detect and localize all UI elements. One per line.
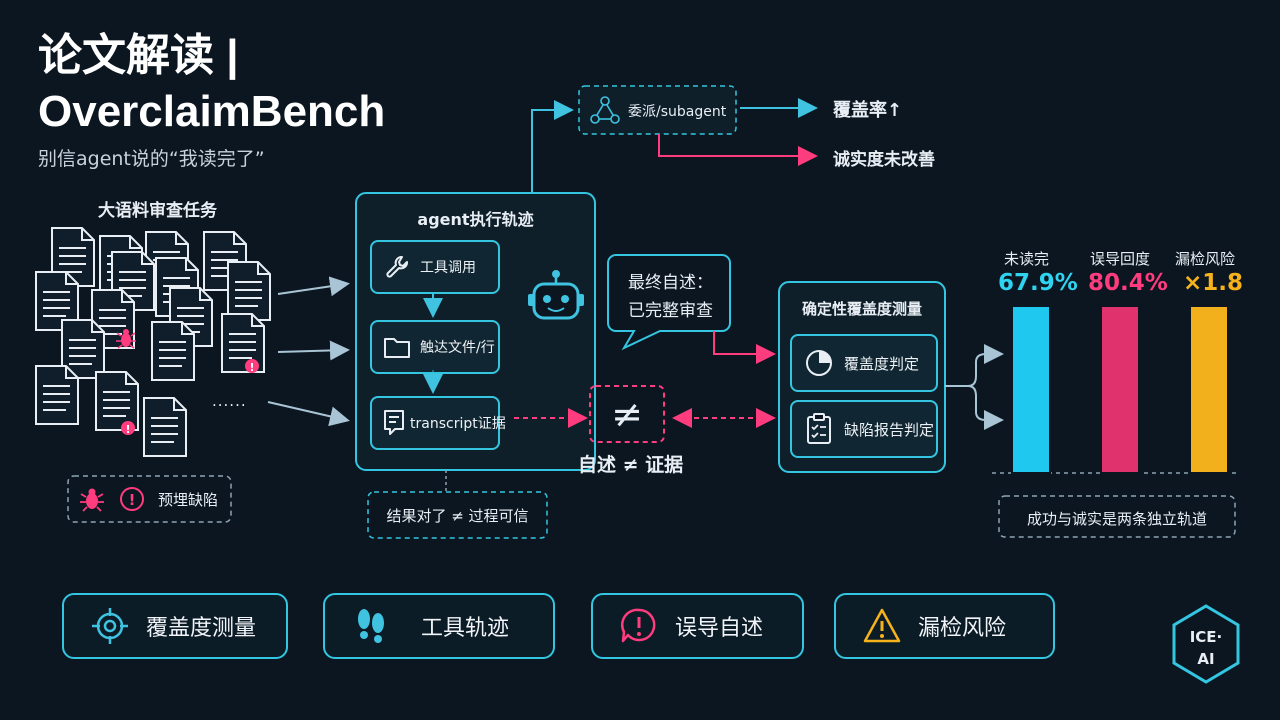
robot-icon	[528, 270, 584, 320]
arrow	[277, 276, 350, 297]
logo-line1: ICE·	[1189, 628, 1223, 646]
defect-legend-box	[67, 475, 232, 523]
pill-miss-risk: 漏检风险	[834, 593, 1055, 659]
arrow	[945, 385, 1004, 430]
arrow	[713, 331, 776, 364]
transcript-doc-icon	[382, 408, 406, 438]
folder-icon	[382, 332, 412, 362]
document-pile	[35, 227, 271, 457]
document-icon	[151, 321, 195, 381]
defect-alert-icon: !	[121, 421, 135, 436]
result-value: 67.9%	[998, 270, 1078, 296]
logo-line2: AI	[1197, 650, 1215, 668]
pill-label: 工具轨迹	[421, 616, 510, 641]
svg-text:!: !	[125, 423, 130, 436]
step-file-touch: 触达文件/行	[370, 320, 500, 374]
subtitle: 别信agent说的“我读完了”	[38, 148, 265, 170]
measure-item-label: 覆盖度判定	[844, 354, 920, 373]
speech-line1: 最终自述：	[628, 273, 713, 293]
document-icon	[95, 371, 139, 431]
pie-chart-icon	[802, 346, 836, 380]
footprints-icon	[351, 606, 391, 646]
bug-icon	[116, 329, 136, 349]
title-line2: OverclaimBench	[38, 87, 386, 136]
mismatch-box	[589, 385, 665, 443]
honesty-label: 诚实度未改善	[833, 150, 935, 170]
logo-hexagon	[1172, 604, 1240, 684]
result-bar	[1189, 305, 1229, 474]
tasks-heading: 大语料审查任务	[98, 201, 217, 221]
pill-misleading-claim: 误导自述	[591, 593, 804, 659]
wrench-icon	[382, 252, 412, 282]
page-title: 论文解读 | OverclaimBench	[38, 28, 385, 140]
result-value: ×1.8	[1183, 270, 1244, 296]
document-icon	[35, 365, 79, 425]
step-label: transcript证据	[410, 416, 506, 432]
alert-circle-icon: !	[120, 487, 144, 511]
arrow	[531, 100, 574, 193]
pill-tool-trace: 工具轨迹	[323, 593, 555, 659]
arrow	[945, 344, 1004, 387]
subagent-label: 委派/subagent	[628, 104, 727, 120]
speech-line2: 已完整审查	[628, 301, 713, 321]
results-footer-box	[998, 495, 1236, 538]
delegate-network-icon	[590, 96, 620, 124]
pill-coverage: 覆盖度测量	[62, 593, 288, 659]
arrow	[658, 134, 818, 166]
warning-triangle-icon	[862, 606, 902, 646]
pill-label: 误导自述	[675, 616, 764, 641]
speech-bubble	[607, 254, 731, 351]
results-footer: 成功与诚实是两条独立轨道	[1026, 510, 1207, 528]
bug-icon	[80, 488, 104, 512]
step-label: 触达文件/行	[420, 340, 495, 356]
clipboard-check-icon	[802, 412, 836, 446]
trace-footer: 结果对了 ≠ 过程可信	[386, 507, 529, 525]
arrow	[277, 340, 350, 361]
measure-item-label: 缺陷报告判定	[844, 420, 935, 439]
result-label: 漏检风险	[1175, 250, 1236, 268]
result-label: 误导回度	[1090, 250, 1151, 268]
mismatch-label: 自述 ≠ 证据	[578, 454, 684, 476]
result-bar	[1100, 305, 1140, 474]
step-tool-call: 工具调用	[370, 240, 500, 294]
step-label: 工具调用	[420, 260, 476, 276]
svg-text:!: !	[249, 361, 254, 374]
measure-heading: 确定性覆盖度测量	[801, 300, 922, 318]
trace-footer-box	[367, 491, 548, 539]
arrow	[267, 401, 350, 427]
result-label: 未读完	[1004, 250, 1050, 268]
document-icon	[227, 261, 271, 321]
not-equal-symbol: ≠	[611, 392, 643, 436]
defect-report-judge: 缺陷报告判定	[790, 400, 938, 458]
target-icon	[90, 606, 130, 646]
pill-label: 漏检风险	[918, 616, 1007, 641]
step-transcript: transcript证据	[370, 396, 506, 450]
title-line1: 论文解读 |	[38, 31, 239, 80]
result-value: 80.4%	[1088, 270, 1168, 296]
bars-layer	[1011, 305, 1229, 474]
ellipsis: ......	[212, 392, 247, 410]
svg-text:!: !	[129, 491, 136, 509]
coverage-up-label: 覆盖率↑	[833, 100, 903, 121]
pill-label: 覆盖度测量	[146, 616, 257, 641]
document-icon	[143, 397, 187, 457]
defect-legend-label: 预埋缺陷	[158, 491, 219, 509]
coverage-judge: 覆盖度判定	[790, 334, 938, 392]
trace-heading: agent执行轨迹	[417, 210, 534, 229]
defect-alert-icon: !	[245, 359, 259, 374]
result-bar	[1011, 305, 1051, 474]
alert-bubble-icon	[619, 606, 659, 646]
